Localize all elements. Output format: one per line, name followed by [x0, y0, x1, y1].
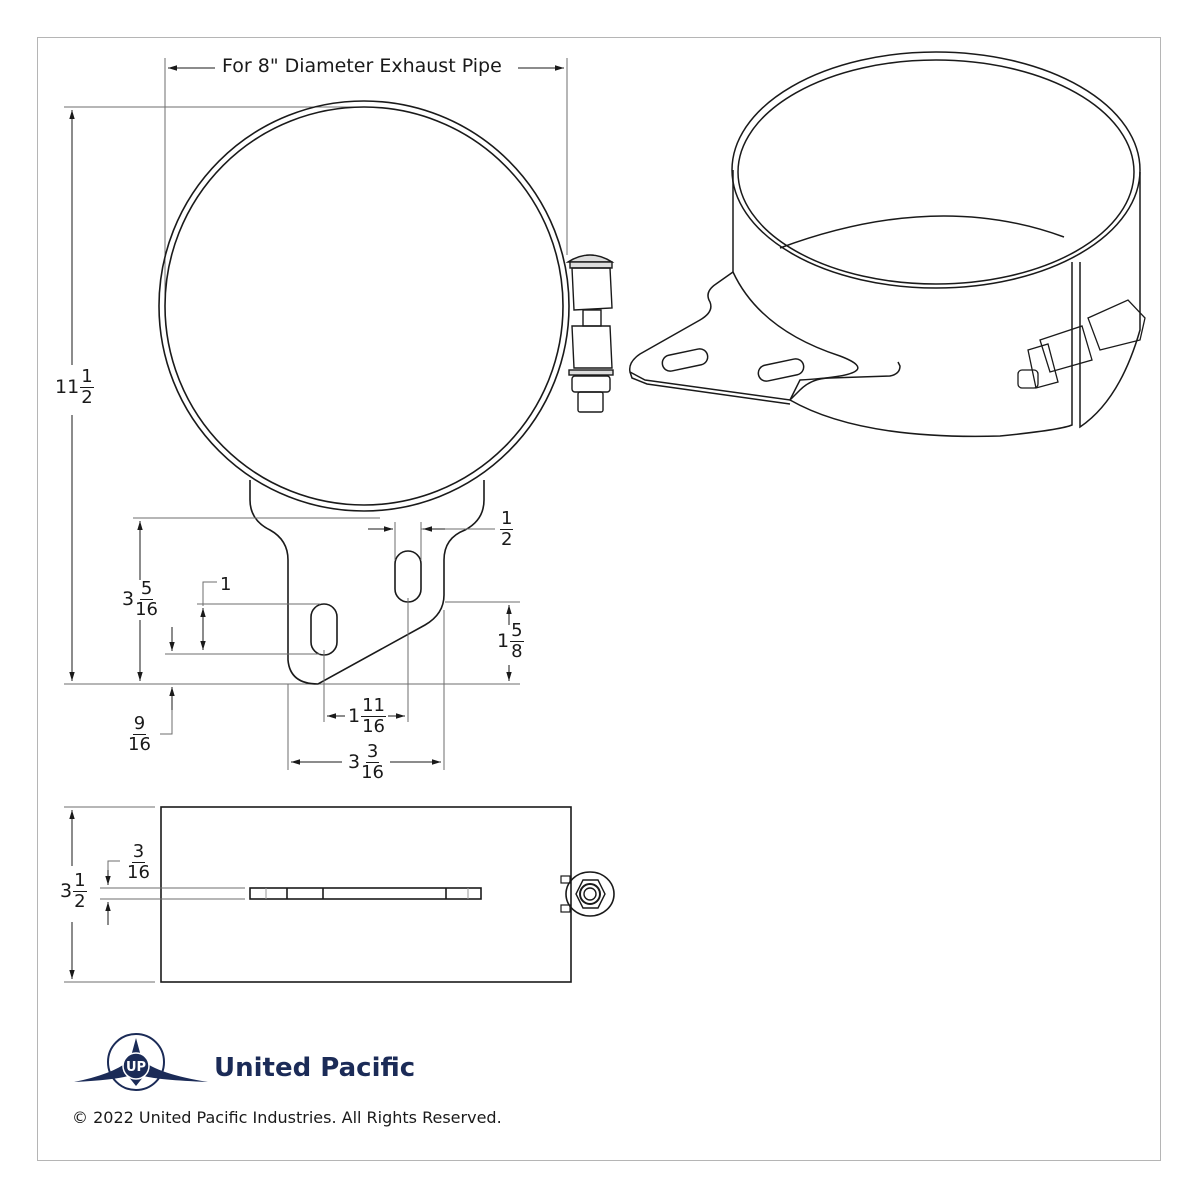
brand-name: United Pacific: [214, 1053, 416, 1083]
brand-logo: UP United Pacific: [74, 1030, 415, 1092]
side-view: [64, 806, 615, 983]
svg-text:UP: UP: [126, 1060, 146, 1075]
isometric-view: [628, 51, 1146, 438]
copyright-notice: © 2022 United Pacific Industries. All Ri…: [72, 1108, 502, 1127]
slot-length-dimension: 1: [220, 574, 232, 595]
pipe-diameter-label: For 8" Diameter Exhaust Pipe: [216, 55, 508, 77]
united-pacific-logo-icon: UP: [74, 1033, 208, 1091]
drawing-frame: [37, 37, 1161, 1161]
front-view: [64, 58, 615, 770]
